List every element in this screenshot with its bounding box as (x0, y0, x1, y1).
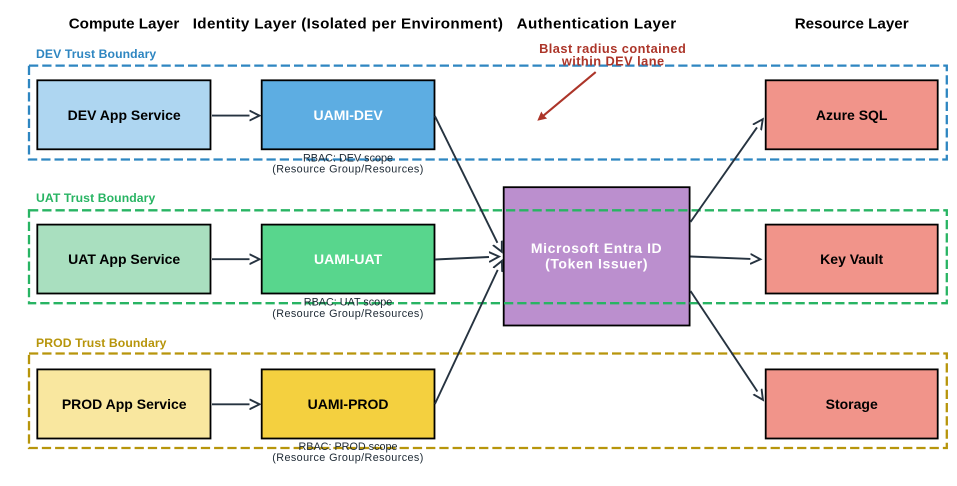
svg-text:within DEV lane: within DEV lane (561, 54, 665, 69)
svg-text:Microsoft Entra ID: Microsoft Entra ID (531, 240, 662, 256)
svg-text:Resource Layer: Resource Layer (795, 16, 909, 33)
svg-text:Identity Layer (Isolated per E: Identity Layer (Isolated per Environment… (193, 16, 504, 33)
svg-text:(Token Issuer): (Token Issuer) (545, 256, 648, 272)
svg-text:Authentication Layer: Authentication Layer (517, 16, 677, 33)
svg-text:Key Vault: Key Vault (820, 251, 883, 267)
svg-text:RBAC: PROD scope: RBAC: PROD scope (298, 441, 397, 453)
svg-text:UAMI-PROD: UAMI-PROD (308, 396, 389, 412)
svg-text:Storage: Storage (826, 396, 878, 412)
svg-text:UAT App Service: UAT App Service (68, 251, 180, 267)
svg-text:UAT Trust Boundary: UAT Trust Boundary (36, 191, 156, 205)
svg-text:Azure SQL: Azure SQL (816, 107, 888, 123)
svg-text:Blast radius contained: Blast radius contained (539, 41, 686, 56)
svg-text:PROD Trust Boundary: PROD Trust Boundary (36, 336, 167, 350)
svg-text:DEV App Service: DEV App Service (68, 107, 181, 123)
svg-text:UAMI-UAT: UAMI-UAT (314, 251, 383, 267)
svg-text:DEV Trust Boundary: DEV Trust Boundary (36, 47, 156, 61)
svg-text:UAMI-DEV: UAMI-DEV (313, 107, 383, 123)
svg-text:(Resource Group/Resources): (Resource Group/Resources) (272, 164, 423, 176)
svg-text:Compute Layer: Compute Layer (69, 16, 180, 33)
svg-text:RBAC: DEV scope: RBAC: DEV scope (303, 152, 393, 164)
svg-text:PROD App Service: PROD App Service (62, 396, 187, 412)
svg-text:(Resource Group/Resources): (Resource Group/Resources) (272, 452, 423, 464)
svg-text:RBAC: UAT scope: RBAC: UAT scope (304, 296, 392, 308)
svg-text:(Resource Group/Resources): (Resource Group/Resources) (272, 308, 423, 320)
